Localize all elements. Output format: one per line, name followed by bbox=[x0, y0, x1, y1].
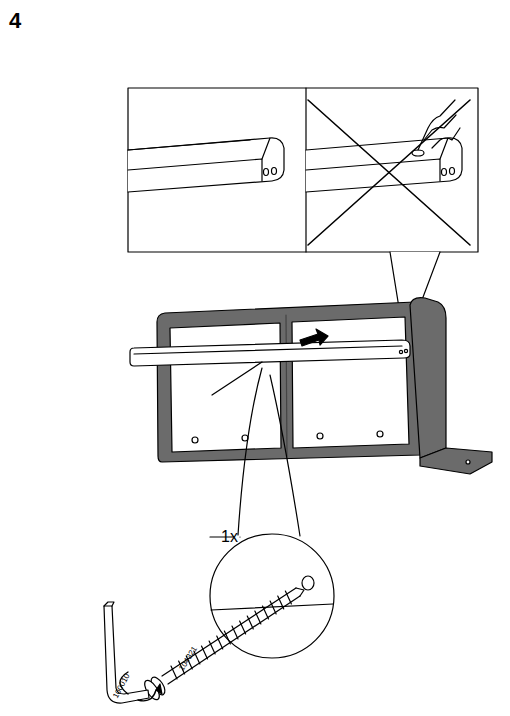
screw-thread bbox=[278, 596, 284, 609]
allen-key bbox=[104, 602, 162, 703]
screw-thread bbox=[240, 621, 246, 634]
cross-bar bbox=[130, 340, 410, 366]
screw bbox=[142, 588, 304, 702]
screw-small bbox=[212, 362, 262, 395]
screw-thread bbox=[232, 626, 238, 639]
part-number: 104321 bbox=[178, 645, 199, 672]
screw-thread bbox=[171, 666, 177, 679]
hole bbox=[302, 576, 314, 590]
screw-thread bbox=[209, 641, 215, 654]
screw-thread bbox=[285, 591, 291, 604]
cross bbox=[308, 100, 470, 245]
callout-circle bbox=[210, 534, 334, 658]
detail-panel bbox=[128, 88, 478, 252]
bar-end-correct bbox=[128, 138, 284, 192]
screw-thread bbox=[247, 616, 253, 629]
screw-thread bbox=[217, 636, 223, 649]
screw-thread bbox=[255, 611, 261, 624]
hand bbox=[418, 100, 460, 150]
direction-arrow bbox=[300, 329, 328, 346]
step-number: 4 bbox=[9, 10, 21, 32]
screw-thread bbox=[224, 631, 230, 644]
callout-leader bbox=[238, 368, 262, 535]
sofa-frame bbox=[157, 298, 492, 474]
screw-thread bbox=[263, 606, 269, 619]
bar-end-wrong bbox=[306, 100, 470, 245]
screw-thread bbox=[202, 646, 208, 659]
screw-thread bbox=[270, 601, 276, 614]
quantity: 1x bbox=[221, 529, 238, 545]
